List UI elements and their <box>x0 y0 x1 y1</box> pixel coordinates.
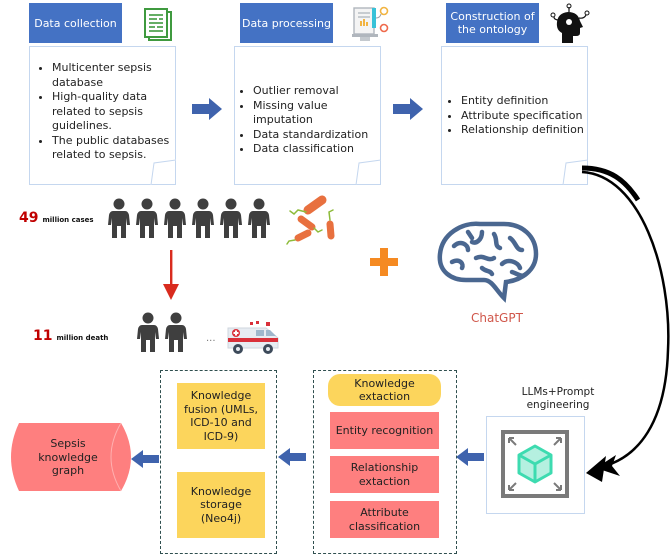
stage-item: The public databases related to sepsis. <box>52 134 175 163</box>
people-group-death <box>137 312 187 352</box>
extraction-header-label: Knowledge extaction <box>354 376 415 404</box>
extraction-step-label: Attribute classification <box>348 506 421 533</box>
extraction-step: Entity recognition <box>330 412 439 449</box>
ambulance-icon <box>227 321 279 354</box>
cases-number: 49 <box>19 210 39 226</box>
llm-model-box <box>486 416 585 514</box>
person-icon <box>108 198 130 238</box>
stage-header-data-collection: Data collection <box>29 3 122 43</box>
llm-label: LLMs+Prompt engineering <box>521 386 595 411</box>
stage-item: Entity definition <box>461 94 587 109</box>
head-lightbulb-icon <box>550 3 592 45</box>
cases-stat: 49 million cases <box>19 210 94 226</box>
fusion-group <box>160 370 277 554</box>
chatgpt-label: ChatGPT <box>471 311 523 325</box>
knowledge-graph-label: Sepsis knowledge graph <box>38 437 98 477</box>
stage-item: Missing value imputation <box>253 99 380 128</box>
plus-icon <box>370 248 398 276</box>
people-group-cases <box>108 198 270 238</box>
data-monitor-gear-icon <box>350 4 392 44</box>
stage-title: Data processing <box>241 16 332 30</box>
stage-item: Data standardization <box>253 128 380 143</box>
person-icon <box>164 198 186 238</box>
person-icon <box>220 198 242 238</box>
document-list-icon <box>143 8 175 42</box>
arrow-right-icon <box>192 98 222 120</box>
stage-title: Construction of the ontology <box>450 10 535 36</box>
extraction-step-label: Relationship extaction <box>350 461 419 488</box>
extraction-step-label: Entity recognition <box>335 423 434 437</box>
stage-item: Relationship definition <box>461 123 587 138</box>
stage-title: Data collection <box>34 16 117 30</box>
knowledge-graph-cylinder <box>11 422 131 492</box>
arrow-left-icon <box>131 450 159 468</box>
cases-label: million cases <box>42 216 94 224</box>
death-number: 11 <box>33 328 53 344</box>
person-icon <box>137 312 159 352</box>
stage-item: High-quality data related to sepsis guid… <box>52 90 175 134</box>
fusion-step: Knowledge fusion (UMLs, ICD-10 and ICD-9… <box>177 383 265 449</box>
extraction-group <box>313 370 457 554</box>
ellipsis: ... <box>206 333 216 344</box>
person-icon <box>136 198 158 238</box>
person-icon <box>192 198 214 238</box>
extraction-header: Knowledge extaction <box>328 374 441 406</box>
bacteria-icon <box>286 195 335 245</box>
stage-header-data-processing: Data processing <box>240 3 333 43</box>
stage-item: Attribute specification <box>461 109 587 124</box>
stage-header-ontology: Construction of the ontology <box>446 3 539 43</box>
storage-step-label: Knowledge storage (Neo4j) <box>190 484 252 525</box>
stage-note-data-processing: Outlier removal Missing value imputation… <box>234 46 381 185</box>
arrow-left-icon <box>456 448 484 466</box>
stage-item: Outlier removal <box>253 84 380 99</box>
death-stat: 11 million death <box>33 328 108 344</box>
storage-step: Knowledge storage (Neo4j) <box>177 472 265 538</box>
person-icon <box>165 312 187 352</box>
person-icon <box>248 198 270 238</box>
stage-note-ontology: Entity definition Attribute specificatio… <box>441 46 588 185</box>
stage-note-data-collection: Multicenter sepsis database High-quality… <box>29 46 176 185</box>
brain-icon <box>437 221 539 303</box>
curved-arrow-icon <box>581 165 670 482</box>
arrow-right-icon <box>393 98 423 120</box>
arrow-down-icon <box>163 250 179 300</box>
fusion-step-label: Knowledge fusion (UMLs, ICD-10 and ICD-9… <box>183 389 259 443</box>
extraction-step: Attribute classification <box>330 501 439 538</box>
stage-item: Multicenter sepsis database <box>52 61 175 90</box>
extraction-step: Relationship extaction <box>330 456 439 493</box>
stage-item: Data classification <box>253 142 380 157</box>
arrow-left-icon <box>278 448 306 466</box>
cube-expand-icon <box>501 430 569 498</box>
death-label: million death <box>56 334 109 342</box>
